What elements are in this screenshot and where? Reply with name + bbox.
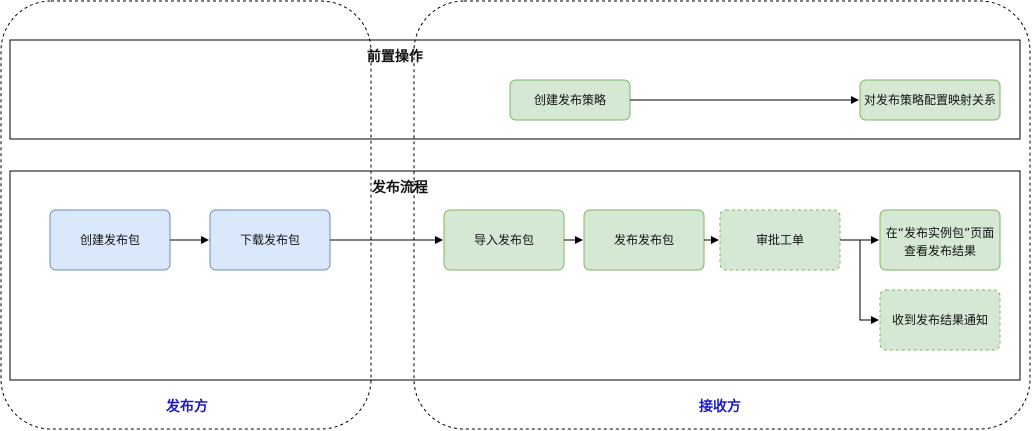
node-create-package-label: 创建发布包	[80, 232, 140, 247]
node-download-package-label: 下载发布包	[240, 232, 300, 247]
node-publish-package-label: 发布发布包	[614, 232, 674, 247]
node-approval[interactable]	[719, 209, 841, 271]
lane-receiver	[413, 0, 1031, 430]
node-config-mapping[interactable]	[859, 79, 1001, 121]
node-approval-label: 审批工单	[756, 232, 804, 247]
node-config-mapping-label: 对发布策略配置映射关系	[864, 92, 996, 107]
node-create-strategy-label: 创建发布策略	[534, 92, 606, 107]
node-view-result-label-line1: 在“发布实例包”页面	[886, 225, 994, 240]
node-import-package-label: 导入发布包	[474, 232, 534, 247]
section-flow-box	[9, 170, 1021, 381]
section-flow-title: 发布流程	[371, 179, 428, 196]
lane-sender	[0, 0, 372, 430]
node-result-notice-label: 收到发布结果通知	[892, 312, 988, 327]
section-pre-title: 前置操作	[367, 48, 423, 65]
lane-receiver-label: 接收方	[699, 398, 741, 415]
edge-approval-to-notice	[859, 240, 879, 324]
lane-sender-label: 发布方	[165, 398, 208, 415]
node-result-notice[interactable]	[879, 289, 1001, 351]
node-view-result-label-line2: 查看发布结果	[904, 243, 976, 258]
section-pre-box	[9, 39, 1021, 140]
node-view-result[interactable]	[879, 209, 1001, 271]
